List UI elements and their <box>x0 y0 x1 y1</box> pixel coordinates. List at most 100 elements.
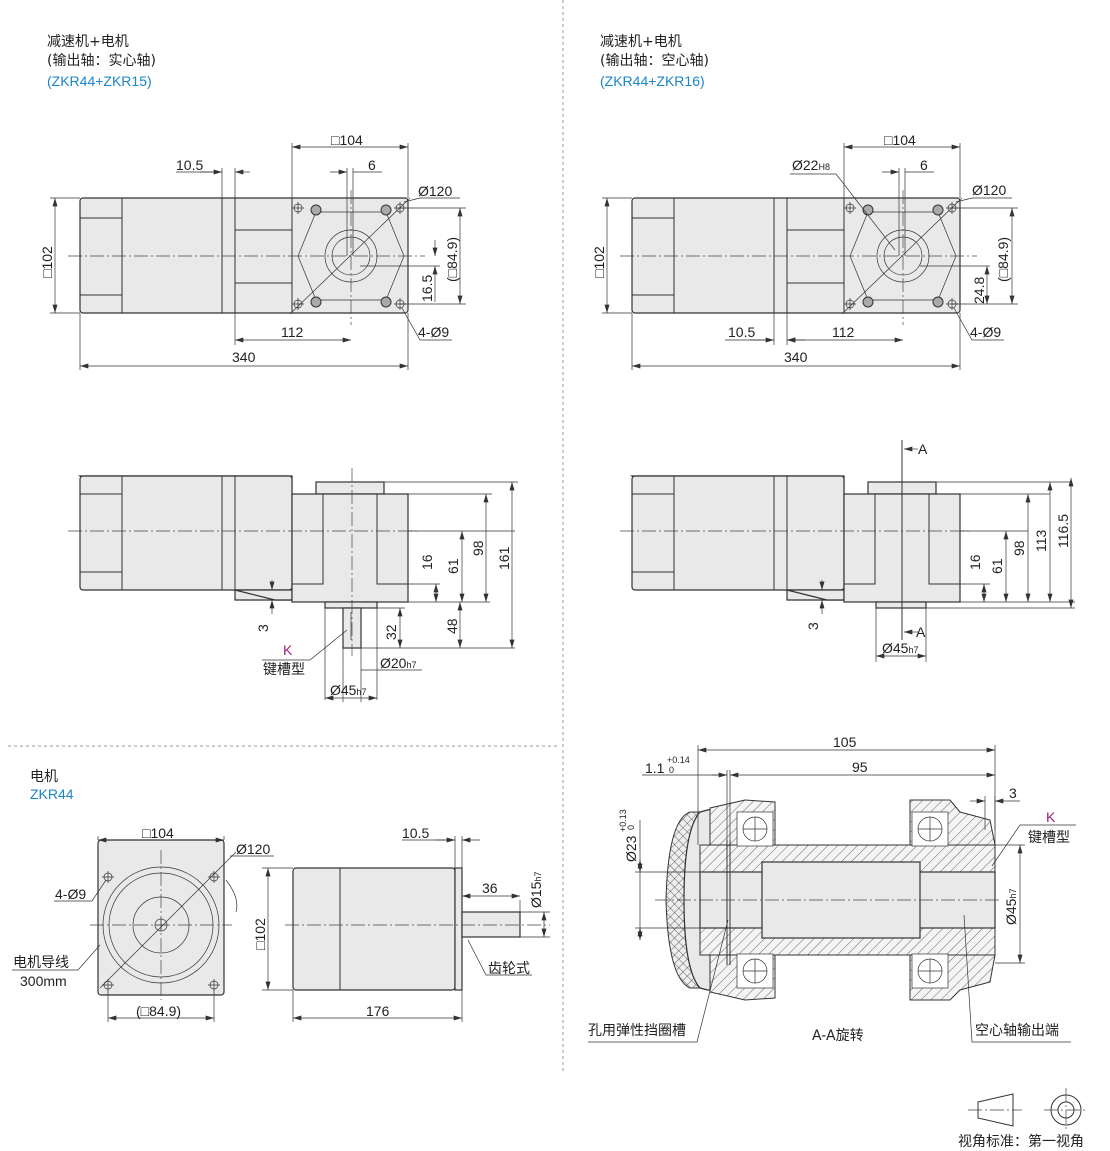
drawing-stroke <box>262 629 348 661</box>
drawing-stroke <box>461 911 521 938</box>
dim-base-step: 3 <box>805 622 821 630</box>
key-type-label: 键槽型 <box>1028 830 1070 846</box>
section-title: 减速机+电机 <box>600 34 682 50</box>
drawing-stroke <box>635 871 700 929</box>
dim-16: 16 <box>419 554 435 570</box>
drawing-stroke <box>208 871 220 883</box>
hollow-output-label: 空心轴输出端 <box>975 1023 1059 1039</box>
dimension-text-part: Ø20 <box>380 655 407 671</box>
hollow-shaft-cross-section <box>655 799 1000 1001</box>
dimension-text-part: Ø45 <box>882 640 909 656</box>
dim-shaft-offset: 16.5 <box>419 275 435 302</box>
dim-61: 61 <box>445 558 461 574</box>
side-view-dimensions: 16 61 98 113 116.5 3 Ø45h7 <box>805 478 1075 662</box>
model-number: (ZKR44+ZKR15) <box>47 73 152 89</box>
dim-bore-diameter: Ø22H8 <box>792 157 830 173</box>
dim-flange-square: □104 <box>331 132 363 148</box>
dimension-text-part: h7 <box>1008 889 1018 899</box>
dim-overall-length: 340 <box>784 349 808 365</box>
dim-hollow-diameter: Ø45h7 <box>882 640 918 656</box>
drawing-stroke <box>324 601 378 609</box>
dim-113: 113 <box>1033 529 1049 552</box>
dim-48: 48 <box>444 618 460 634</box>
motor-side-view <box>285 867 550 991</box>
model-number: ZKR44 <box>30 786 74 802</box>
dim-base-step: 3 <box>255 624 271 632</box>
first-angle-projection-symbol: 视角标准：第一视角 <box>958 1088 1088 1150</box>
drawing-stroke <box>102 979 114 991</box>
dim-shaft-diameter: Ø20h7 <box>380 655 416 671</box>
dim-flange-square: □104 <box>884 132 916 148</box>
dim-61: 61 <box>989 558 1005 574</box>
dimension-text-part: Ø23 <box>623 835 639 862</box>
dim-bolt-square: (□84.9) <box>136 1003 181 1019</box>
dim-motor-square: □102 <box>252 918 268 950</box>
dim-23-lower-tol: 0 <box>626 825 636 830</box>
dim-23: Ø23 <box>623 835 639 862</box>
dimension-text-part: h7 <box>406 660 416 670</box>
dim-98: 98 <box>1011 540 1027 556</box>
dim-16: 16 <box>967 554 983 570</box>
model-number: (ZKR44+ZKR16) <box>600 73 705 89</box>
drawing-stroke <box>454 867 463 991</box>
lead-wire-length: 300mm <box>20 973 67 989</box>
drawing-stroke <box>54 879 107 902</box>
drawing-stroke <box>631 313 961 370</box>
drawing-stroke <box>977 1093 1014 1127</box>
drawing-stroke <box>208 979 220 991</box>
solid-shaft <box>324 468 378 656</box>
drawing-stroke <box>743 817 942 983</box>
projection-label: 视角标准：第一视角 <box>958 1133 1084 1150</box>
dim-23-upper-tol: +0.13 <box>618 809 628 832</box>
section-marker-bottom: A <box>916 624 926 640</box>
section-marker-top: A <box>918 441 928 457</box>
section-title: 电机 <box>30 769 58 785</box>
drawing-stroke <box>952 207 1018 305</box>
drawing-stroke <box>467 939 532 976</box>
section-a-a-view: 105 1.1 +0.14 0 95 3 K 键槽型 Ø23 +0.13 0 Ø… <box>588 734 1076 1044</box>
key-mark: K <box>283 642 293 658</box>
dim-keyway-depth: 24.8 <box>971 277 987 304</box>
drawing-stroke <box>324 608 422 702</box>
motor-side-dimensions: 10.5 □102 36 Ø15h7 齿轮式 176 <box>252 825 550 1022</box>
gearmotor-side-view <box>619 475 973 603</box>
drawing-stroke <box>790 173 896 251</box>
drawing-stroke <box>384 481 518 495</box>
drawing-stroke <box>955 197 1012 203</box>
gearmotor-front-view <box>619 189 978 326</box>
front-view-dimensions: □104 Ø22H8 6 Ø120 □102 (□84.9) 24.8 10.5… <box>591 132 1018 370</box>
concentric-circles-icon <box>1044 1088 1088 1132</box>
section-subtitle: (输出轴：空心轴) <box>600 53 709 69</box>
dim-overall-length: 340 <box>232 349 256 365</box>
drawing-stroke <box>588 919 729 1043</box>
gearmotor-side-view <box>67 475 421 603</box>
dim-groove-upper-tol: +0.14 <box>667 755 690 765</box>
solid-shaft-gearmotor-section: 减速机+电机 (输出轴：实心轴) (ZKR44+ZKR15) □104 10.5… <box>39 34 518 702</box>
drawing-stroke <box>843 143 961 198</box>
key-type-label: 键槽型 <box>263 662 305 678</box>
hollow-shaft: A A <box>875 440 928 640</box>
drawing-stroke <box>79 313 409 370</box>
motor-front-dimensions: □104 Ø120 4-Ø9 电机导线 300mm (□84.9) <box>12 825 274 1022</box>
drawing-stroke <box>1044 1088 1088 1132</box>
dim-pcd: Ø120 <box>972 182 1006 198</box>
front-view-dimensions: □104 10.5 6 Ø120 □102 (□84.9) 16.5 112 4… <box>39 132 466 370</box>
section-caption: A-A旋转 <box>812 1028 864 1044</box>
section-title: 减速机+电机 <box>47 34 129 50</box>
dim-flange-diameter: Ø45h7 <box>330 682 366 698</box>
drawing-stroke <box>99 851 237 989</box>
dim-mount-holes: 4-Ø9 <box>55 886 86 902</box>
dim-116-5: 116.5 <box>1055 514 1071 548</box>
dim-key-width: 6 <box>368 157 376 173</box>
dim-98: 98 <box>470 540 486 556</box>
drawing-stroke <box>292 990 463 1022</box>
dim-pcd: Ø120 <box>236 841 270 857</box>
section-subtitle: (输出轴：实心轴) <box>47 53 156 69</box>
dim-45: Ø45h7 <box>1003 889 1019 925</box>
drawing-stroke <box>225 879 238 913</box>
drawing-stroke <box>875 601 927 609</box>
gear-type-label: 齿轮式 <box>488 961 530 977</box>
dimension-text-part: h7 <box>533 872 543 882</box>
drawing-stroke <box>291 143 409 198</box>
